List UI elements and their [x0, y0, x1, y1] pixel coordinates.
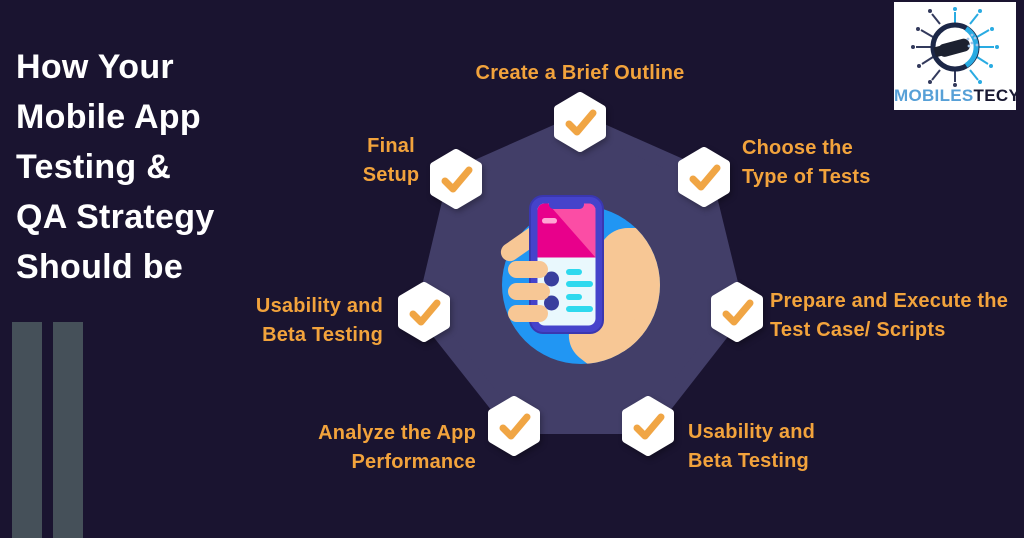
checkmark-icon [565, 109, 597, 136]
step-label-create-outline: Create a Brief Outline [475, 62, 685, 84]
checkmark-icon [689, 164, 721, 191]
step-label-final-setup: Final Setup [362, 135, 420, 186]
step-label-prepare-execute: Prepare and Execute the Test Case/ Scrip… [770, 290, 1009, 341]
brand-name-secondary: TECY [973, 86, 1021, 105]
badge-analyze-performance [488, 396, 540, 456]
step-label-usability-beta-left: Usability and Beta Testing [255, 295, 383, 346]
decoration-bar-right [53, 322, 83, 538]
page-title: How Your Mobile App Testing & QA Strateg… [16, 48, 215, 286]
step-label-usability-beta-bottom: Usability and Beta Testing [688, 421, 816, 472]
brand-name-primary: MOBILES [894, 86, 974, 105]
step-label-choose-tests: Choose the Type of Tests [742, 137, 871, 188]
checkmark-icon [722, 299, 754, 326]
handshake-circuit-icon [911, 7, 999, 87]
badge-usability-beta-bottom [622, 396, 674, 456]
step-label-analyze-performance: Analyze the App Performance [318, 422, 476, 473]
badge-choose-tests [678, 147, 730, 207]
fingers [508, 261, 550, 322]
phone-icon [529, 195, 604, 334]
checkmark-icon [441, 166, 473, 193]
checkmark-icon [499, 413, 531, 440]
badge-final-setup [430, 149, 482, 209]
checkmark-badges [398, 92, 763, 456]
badge-create-outline [554, 92, 606, 152]
checkmark-icon [409, 299, 441, 326]
checkmark-icon [633, 413, 665, 440]
badge-usability-beta-left [398, 282, 450, 342]
brand-logo: MOBILESTECY [894, 2, 1020, 110]
brand-name: MOBILESTECY [894, 86, 1020, 106]
decoration-bar-left [12, 322, 42, 538]
badge-prepare-execute [711, 282, 763, 342]
